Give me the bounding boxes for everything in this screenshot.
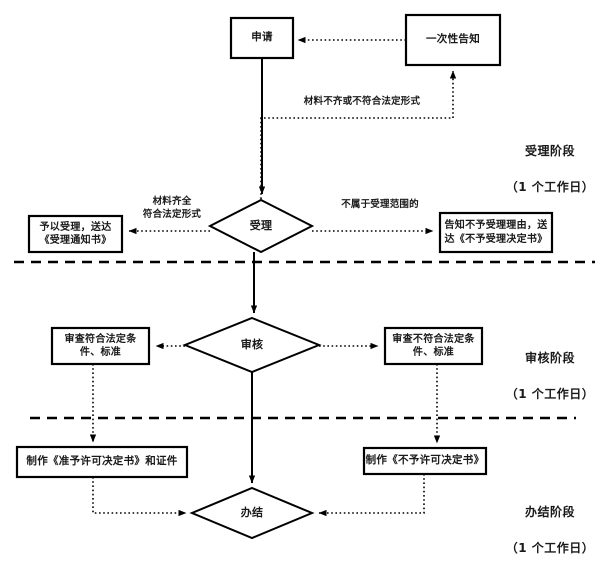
stage-label-review: 审核阶段 （1 个工作日） [500, 331, 600, 421]
node-accept-shape[interactable] [207, 198, 315, 254]
node-make-permit-shape[interactable] [15, 445, 189, 479]
connectors [89, 36, 457, 517]
stage-label-accept: 受理阶段 （1 个工作日） [500, 124, 600, 214]
node-apply-label: 申请 [251, 31, 273, 44]
edge-make-permit-to-finish [92, 477, 187, 517]
node-one-time-notice-shape[interactable] [404, 13, 502, 67]
stage-dividers [14, 260, 595, 420]
node-accept-no-shape[interactable] [438, 211, 554, 254]
edge-accept-to-notice [260, 70, 457, 199]
stage-review-name: 审核阶段 [524, 351, 575, 365]
edge-make-reject-to-finish [318, 474, 425, 517]
node-review-fail-shape[interactable] [383, 326, 484, 366]
edge-label-materials-complete: 材料齐全 符合法定形式 [142, 196, 202, 220]
node-make-reject-label: 制作《不予许可决定书》 [365, 454, 485, 467]
node-review-label: 审核 [240, 337, 264, 351]
stage-label-finish: 办结阶段 （1 个工作日） [500, 485, 600, 564]
stage-review-duration: （1 个工作日） [505, 387, 595, 401]
node-finish-label: 办结 [240, 505, 264, 519]
node-review-pass-label: 审查符合法定条 件、标准 [64, 333, 137, 358]
edge-label-out-of-scope: 不属于受理范围的 [341, 199, 419, 210]
node-accept-label: 受理 [249, 218, 273, 232]
stage-finish-duration: （1 个工作日） [505, 541, 595, 555]
node-shapes [15, 13, 554, 540]
stage-accept-duration: （1 个工作日） [505, 180, 595, 194]
stage-finish-name: 办结阶段 [524, 505, 575, 519]
edge-label-incomplete-materials: 材料不齐或不符合法定形式 [303, 96, 421, 107]
node-review-pass-shape[interactable] [50, 326, 151, 366]
node-accept-yes-label: 予以受理，送达 《受理通知书》 [39, 221, 112, 246]
node-accept-no-label: 告知不予受理理由，送 达《不予受理决定书》 [444, 220, 548, 245]
node-one-time-notice-label: 一次性告知 [426, 33, 480, 46]
node-finish-shape[interactable] [189, 486, 315, 540]
node-accept-yes-shape[interactable] [27, 214, 124, 254]
node-make-reject-shape[interactable] [362, 446, 488, 476]
node-review-fail-label: 审查不符合法定条 件、标准 [392, 333, 475, 358]
stage-accept-name: 受理阶段 [524, 144, 575, 158]
node-make-permit-label: 制作《准予许可决定书》和证件 [26, 455, 178, 468]
